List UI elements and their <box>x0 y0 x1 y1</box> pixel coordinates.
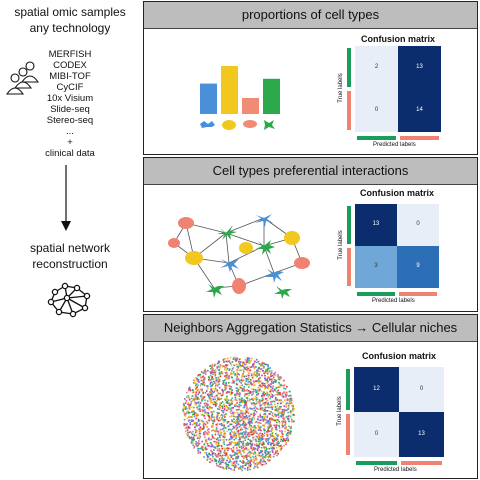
panel-cell-interactions: Cell types preferential interactions <box>143 157 478 312</box>
proportion-bar <box>263 78 280 114</box>
confusion-matrix-value: 0 <box>374 430 379 437</box>
technology-item: CODEX <box>53 60 87 71</box>
panel-cell-proportions: proportions of cell types Confusion matr… <box>143 1 478 155</box>
confusion-matrix-value: 13 <box>416 63 423 70</box>
confusion-matrix-value: 14 <box>416 106 423 113</box>
people-icon <box>5 61 40 95</box>
cell-type-bar-chart <box>200 66 280 130</box>
confusion-matrix-ylabel: True labels <box>338 73 344 103</box>
output-line-2: reconstruction <box>32 257 108 271</box>
confusion-matrix-cell: 0 <box>354 412 399 457</box>
true-label-strip-1 <box>347 206 351 244</box>
predicted-label-strip-2 <box>400 136 439 140</box>
confusion-matrix-value: 0 <box>416 221 420 227</box>
true-label-strip-1 <box>347 48 351 87</box>
technology-item: Slide-seq <box>50 104 90 115</box>
technology-item: clinical data <box>45 148 95 159</box>
intro-line-2: any technology <box>29 21 111 35</box>
predicted-label-strip-1 <box>357 292 395 296</box>
confusion-matrix-cell: 2 <box>355 46 398 89</box>
panel-3-title: Neighbors Aggregation Statistics → Cellu… <box>144 315 477 342</box>
confusion-matrix-cell: 0 <box>399 367 444 412</box>
technology-item: ... <box>66 126 74 137</box>
confusion-matrix-value: 3 <box>374 263 378 269</box>
true-label-strip-1 <box>346 369 350 410</box>
true-label-strip-2 <box>347 248 351 286</box>
proportion-bar <box>221 66 238 114</box>
left-column: spatial omic samples any technology MERF… <box>0 0 140 480</box>
confusion-matrix-value: 9 <box>416 263 420 269</box>
confusion-matrix-value: 13 <box>418 430 425 437</box>
confusion-matrix-xlabel: Predicted labels <box>374 467 417 473</box>
predicted-label-strip-2 <box>401 461 442 465</box>
predicted-label-strip-1 <box>357 136 396 140</box>
proportion-bar <box>242 98 259 114</box>
blue-cell-icon <box>200 121 215 128</box>
green-cell-icon <box>264 120 275 130</box>
cellular-niche-tissue <box>182 356 296 472</box>
true-label-strip-2 <box>347 91 351 130</box>
confusion-matrix-cell: 14 <box>398 89 441 132</box>
network-icon <box>47 282 91 318</box>
confusion-matrix-cell: 13 <box>399 412 444 457</box>
confusion-matrix-cell: 0 <box>397 204 439 246</box>
cell-interaction-graph <box>168 214 310 299</box>
confusion-matrix-xlabel: Predicted labels <box>373 142 416 148</box>
confusion-matrix-value: 2 <box>374 63 379 70</box>
confusion-matrix-value: 13 <box>372 221 380 227</box>
confusion-matrix-cell: 12 <box>354 367 399 412</box>
salmon-cell-icon <box>243 120 257 128</box>
confusion-matrix-cell: 13 <box>398 46 441 89</box>
yellow-cell-icon <box>222 120 236 130</box>
confusion-matrix-value: 0 <box>374 106 379 113</box>
confusion-matrix-cell: 3 <box>355 246 397 288</box>
technology-item: MERFISH <box>48 49 92 60</box>
confusion-matrix-title: Confusion matrix <box>359 188 434 198</box>
confusion-matrix-cell: 13 <box>355 204 397 246</box>
output-line-1: spatial network <box>29 241 111 255</box>
panel-1-title: proportions of cell types <box>144 2 477 29</box>
confusion-matrix-cell: 0 <box>355 89 398 132</box>
confusion-matrix-value: 12 <box>373 385 380 392</box>
confusion-matrix-title: Confusion matrix <box>360 34 435 44</box>
true-label-strip-2 <box>346 414 350 455</box>
panel-cellular-niches: Neighbors Aggregation Statistics → Cellu… <box>143 314 478 479</box>
technology-item: MIBI-TOF <box>49 71 91 82</box>
proportion-bar <box>200 83 217 114</box>
predicted-label-strip-1 <box>356 461 397 465</box>
confusion-matrix-xlabel: Predicted labels <box>372 298 415 304</box>
down-arrow-icon <box>61 165 71 231</box>
confusion-matrix-title: Confusion matrix <box>361 351 436 361</box>
confusion-matrix-ylabel: True labels <box>337 396 343 426</box>
panel-2-title: Cell types preferential interactions <box>144 158 477 185</box>
technology-item: 10x Visium <box>46 93 94 104</box>
confusion-matrix-value: 0 <box>419 385 424 392</box>
confusion-matrix-cell: 9 <box>397 246 439 288</box>
intro-line-1: spatial omic samples <box>14 5 126 19</box>
technology-item: CyCIF <box>56 82 84 93</box>
technology-item: + <box>67 137 73 148</box>
technology-item: Stereo-seq <box>46 115 94 126</box>
predicted-label-strip-2 <box>399 292 437 296</box>
confusion-matrix-ylabel: True labels <box>338 230 344 260</box>
